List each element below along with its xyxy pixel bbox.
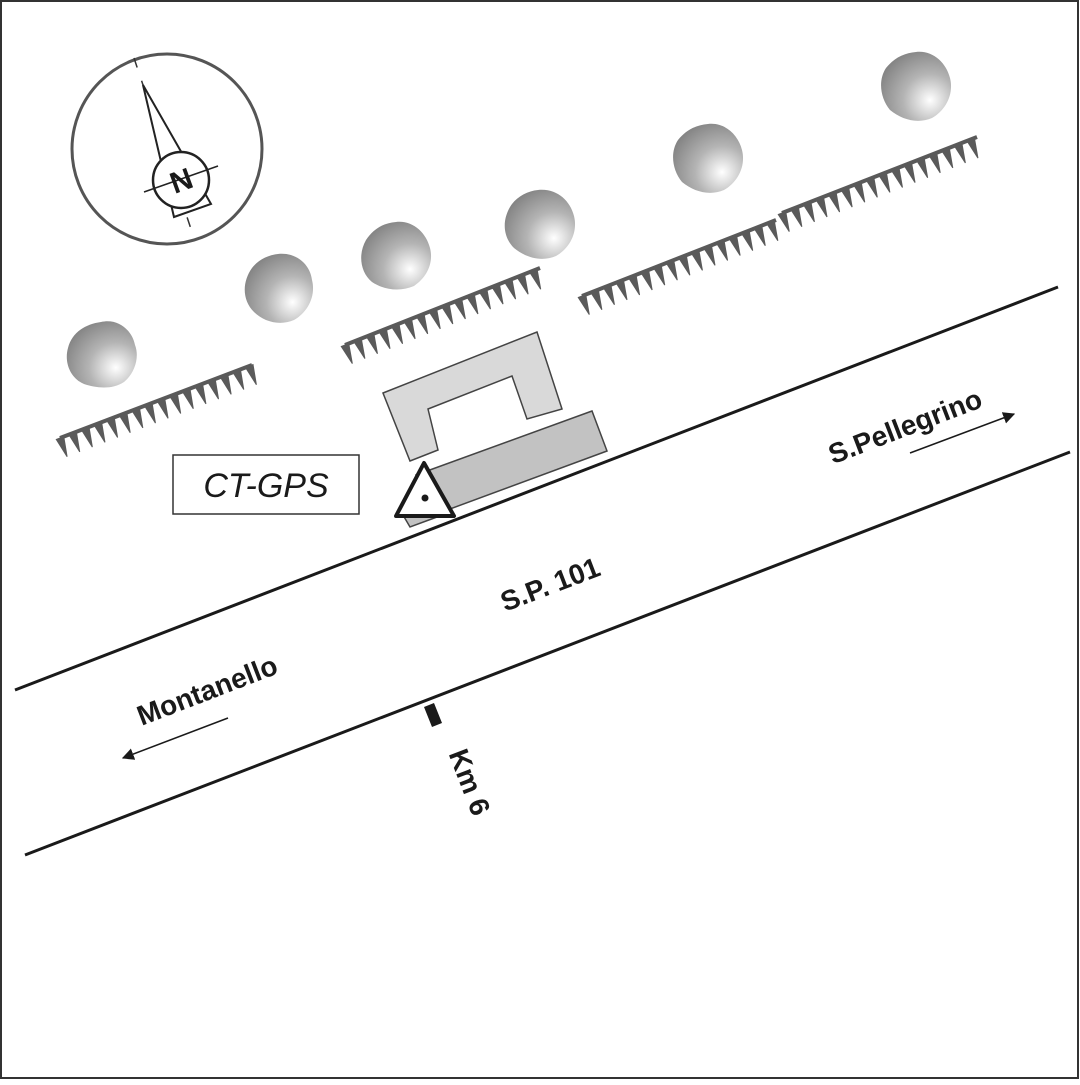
hedge-tick: [365, 332, 378, 354]
hedge-tick: [766, 219, 779, 242]
hedge-tick: [478, 288, 491, 310]
hedge-row-icon: [55, 135, 979, 457]
hedge-tick: [415, 313, 429, 335]
hedge-tick: [753, 224, 766, 246]
hedge-tick: [68, 431, 81, 453]
hedge-tick: [105, 416, 119, 438]
road-edge-north: [14, 285, 1059, 692]
hedge-tick: [690, 249, 703, 271]
hedge-tick: [93, 421, 106, 443]
hedge-tick: [890, 166, 903, 188]
station-label: CT-GPS: [203, 467, 329, 505]
hedge-tick: [390, 323, 404, 345]
hedge-tick: [777, 210, 790, 232]
tree-canopy-icon: [504, 189, 576, 259]
hedge-tick: [602, 284, 615, 306]
hedge-tick: [652, 264, 666, 286]
hedge-tick: [903, 161, 916, 183]
tree-canopy-icon: [361, 221, 432, 290]
hedge-tick: [815, 196, 828, 218]
hedge-tick: [802, 201, 815, 223]
km-marker-tick: [424, 703, 442, 727]
hedge-tick: [953, 142, 966, 164]
tree-canopy-icon: [673, 123, 744, 193]
hedge-tick: [627, 274, 641, 296]
tree-canopy-icon: [881, 51, 952, 121]
hedge-tick: [131, 407, 144, 429]
hedge-tick: [966, 137, 979, 159]
north-arrow-icon: N: [70, 52, 264, 246]
hedge-tick: [80, 426, 93, 448]
hedge-tick: [503, 278, 517, 300]
hedge-tick: [941, 147, 954, 169]
hedge-tick: [728, 234, 741, 256]
hedge-tick: [466, 293, 479, 315]
trees: [66, 51, 952, 388]
hedge-tick: [840, 186, 853, 208]
gps-station-triangle-icon: [394, 461, 456, 518]
hedge-tick: [740, 229, 754, 251]
hedge-tick: [790, 205, 803, 228]
arrow-right-icon: [909, 412, 1016, 454]
hedge-tick: [118, 411, 131, 433]
building-u-shaped: [382, 331, 563, 462]
hedge-tick: [640, 269, 653, 291]
hedge-tick: [428, 308, 441, 330]
hedge-tick: [440, 303, 454, 325]
hedge-tick: [528, 268, 542, 290]
hedge-tick: [156, 397, 169, 419]
hedge-tick: [453, 298, 466, 320]
hedge-tick: [244, 363, 257, 385]
hedge-tick: [827, 191, 841, 213]
road-edge-south: [24, 450, 1071, 857]
hedge-tick: [194, 383, 207, 405]
hedge-tick: [232, 368, 245, 390]
hedge-tick: [615, 279, 628, 301]
hedge-tick: [703, 244, 716, 266]
hedge-tick: [55, 435, 68, 457]
hedge-tick: [577, 293, 590, 315]
hedge-tick: [181, 387, 194, 409]
hedge-tick: [665, 259, 678, 281]
arrow-left-icon: [121, 717, 229, 760]
tree-canopy-icon: [66, 321, 137, 388]
hedge-tick: [590, 288, 603, 310]
hedge-tick: [169, 392, 182, 414]
hedge-tick: [353, 337, 366, 359]
hedge-tick: [378, 327, 391, 349]
tree-canopy-icon: [244, 253, 314, 323]
hedge-tick: [403, 318, 416, 340]
hedge-tick: [678, 254, 691, 276]
hedge-tick: [865, 176, 878, 198]
hedge-tick: [915, 156, 929, 178]
hedge-tick: [715, 239, 729, 261]
station-label-box: CT-GPS: [172, 454, 360, 515]
hedge-tick: [852, 181, 866, 203]
hedge-tick: [206, 378, 220, 400]
hedge-tick: [516, 273, 529, 295]
hedge-tick: [340, 342, 353, 364]
hedge-tick: [491, 283, 504, 305]
hedge-tick: [878, 171, 891, 193]
hedge-tick: [143, 402, 156, 424]
hedge-tick: [219, 373, 232, 395]
hedge-tick: [928, 152, 941, 174]
